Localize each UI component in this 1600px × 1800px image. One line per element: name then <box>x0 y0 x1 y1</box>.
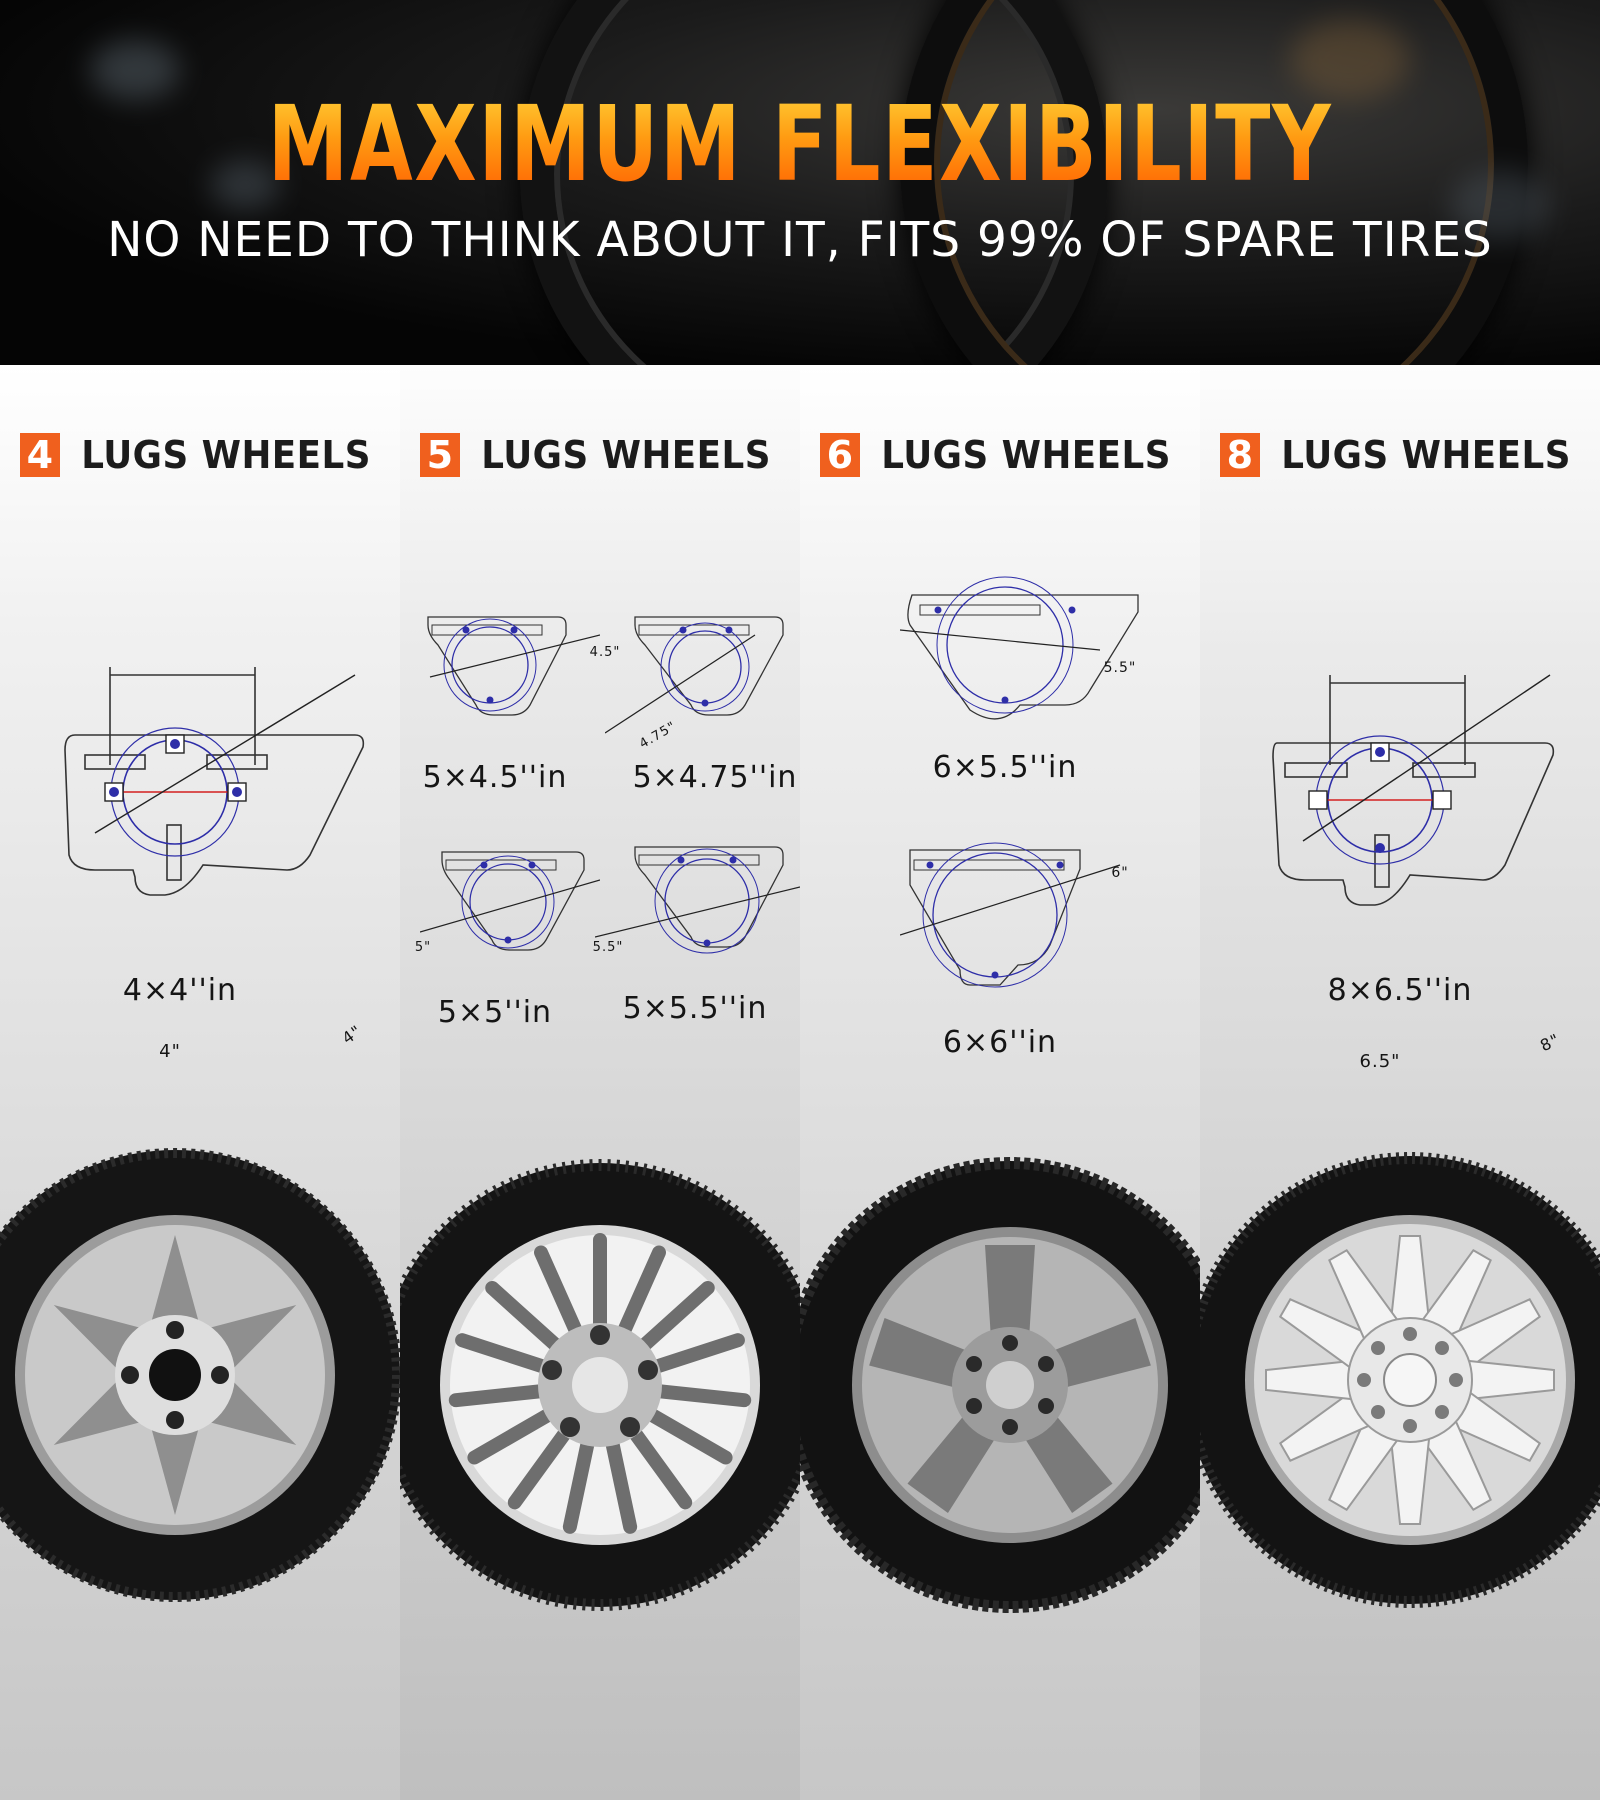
page-subtitle: NO NEED TO THINK ABOUT IT, FITS 99% OF S… <box>107 212 1493 268</box>
column-title: LUGS WHEELS <box>881 433 1171 477</box>
page-title: MAXIMUM FLEXIBILITY <box>176 84 1424 204</box>
bokeh-light <box>1450 170 1550 240</box>
dimension-label: 5.5" <box>592 940 624 955</box>
wheel-image <box>400 1159 800 1611</box>
column-8-lugs: 8 LUGS WHEELS 6.5" 8" 8×6.5''in <box>1200 365 1600 1800</box>
bolt-pattern-diagram <box>605 616 784 734</box>
dimension-width-label: 6.5" <box>1359 1051 1401 1072</box>
column-5-lugs: 5 LUGS WHEELS 4.5" 5×4.5''in 4.75" 5×4.7… <box>400 365 800 1800</box>
bolt-pattern-label: 6×6''in <box>942 1025 1058 1060</box>
bolt-pattern-diagram <box>900 842 1121 988</box>
wheel-image <box>1200 1152 1600 1608</box>
bokeh-light <box>90 40 180 100</box>
column-heading: 8 LUGS WHEELS <box>1200 433 1600 477</box>
bolt-pattern-label: 5×5.5''in <box>622 991 768 1026</box>
bolt-pattern-label: 8×6.5''in <box>1327 973 1473 1008</box>
bokeh-light <box>210 160 280 210</box>
dimension-width-label: 4" <box>159 1041 181 1062</box>
wheel-image <box>800 1157 1200 1613</box>
bolt-pattern-diagram <box>595 846 800 954</box>
bokeh-light <box>1290 20 1410 100</box>
dimension-label: 4.5" <box>589 645 621 660</box>
column-6-lugs: 6 LUGS WHEELS 5.5" 6×5.5''in 6" 6×6''in <box>800 365 1200 1800</box>
bolt-pattern-label: 4×4''in <box>122 973 238 1008</box>
dimension-label: 6" <box>1111 865 1129 881</box>
bolt-pattern-label: 5×4.5''in <box>422 760 568 795</box>
column-title: LUGS WHEELS <box>481 433 771 477</box>
dimension-label: 5" <box>414 940 432 955</box>
column-title: LUGS WHEELS <box>81 433 371 477</box>
bolt-pattern-label: 5×5''in <box>437 995 553 1030</box>
column-heading: 4 LUGS WHEELS <box>0 433 400 477</box>
dimension-diagonal-label: 8" <box>1537 1029 1563 1056</box>
bolt-pattern-diagram <box>427 616 600 716</box>
bolt-pattern-diagram <box>1272 674 1555 906</box>
lug-count-badge: 4 <box>19 433 60 477</box>
dimension-label: 5.5" <box>1103 660 1137 676</box>
wheel-image <box>0 1148 400 1602</box>
lug-count-badge: 6 <box>819 433 860 477</box>
lug-count-badge: 5 <box>419 433 460 477</box>
bolt-pattern-diagram <box>64 667 365 896</box>
hero-banner: MAXIMUM FLEXIBILITY NO NEED TO THINK ABO… <box>0 0 1600 365</box>
bolt-pattern-label: 6×5.5''in <box>932 750 1078 785</box>
column-title: LUGS WHEELS <box>1281 433 1571 477</box>
dimension-diagonal-label: 4" <box>338 1021 366 1048</box>
bolt-pattern-diagram <box>420 851 600 951</box>
bolt-pattern-diagram <box>900 576 1139 720</box>
column-heading: 5 LUGS WHEELS <box>400 433 800 477</box>
column-4-lugs: 4 LUGS WHEELS 4" 4" 4×4''in <box>0 365 400 1800</box>
column-heading: 6 LUGS WHEELS <box>800 433 1200 477</box>
bolt-pattern-label: 5×4.75''in <box>632 760 798 795</box>
lug-count-badge: 8 <box>1219 433 1260 477</box>
